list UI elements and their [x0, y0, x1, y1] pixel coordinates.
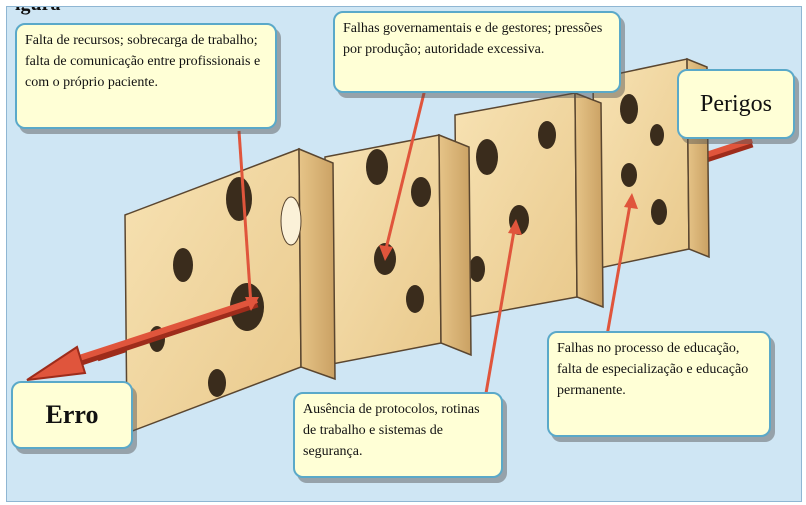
figure-heading: igura — [15, 7, 61, 16]
label-error: Erro — [11, 381, 133, 449]
label-hazards: Perigos — [677, 69, 795, 139]
callout-management: Falhas governamentais e de gestores; pre… — [333, 11, 621, 93]
callout-resources: Falta de recursos; sobrecarga de trabalh… — [15, 23, 277, 129]
pointer-education — [603, 198, 633, 348]
arrow-front — [66, 297, 258, 365]
pointer-protocols — [483, 224, 517, 400]
arrow-head — [26, 345, 87, 381]
diagram-frame: igura — [6, 6, 802, 502]
cheese-slice-1 — [124, 147, 336, 435]
pointer-resources — [237, 130, 253, 306]
cheese-slice-3 — [454, 91, 604, 320]
swiss-cheese-illustration — [26, 57, 754, 435]
callout-protocols: Ausência de protocolos, rotinas de traba… — [293, 392, 503, 478]
cheese-slice-2 — [324, 133, 472, 366]
callout-education: Falhas no processo de educação, falta de… — [547, 331, 771, 437]
pointer-management — [383, 88, 427, 254]
